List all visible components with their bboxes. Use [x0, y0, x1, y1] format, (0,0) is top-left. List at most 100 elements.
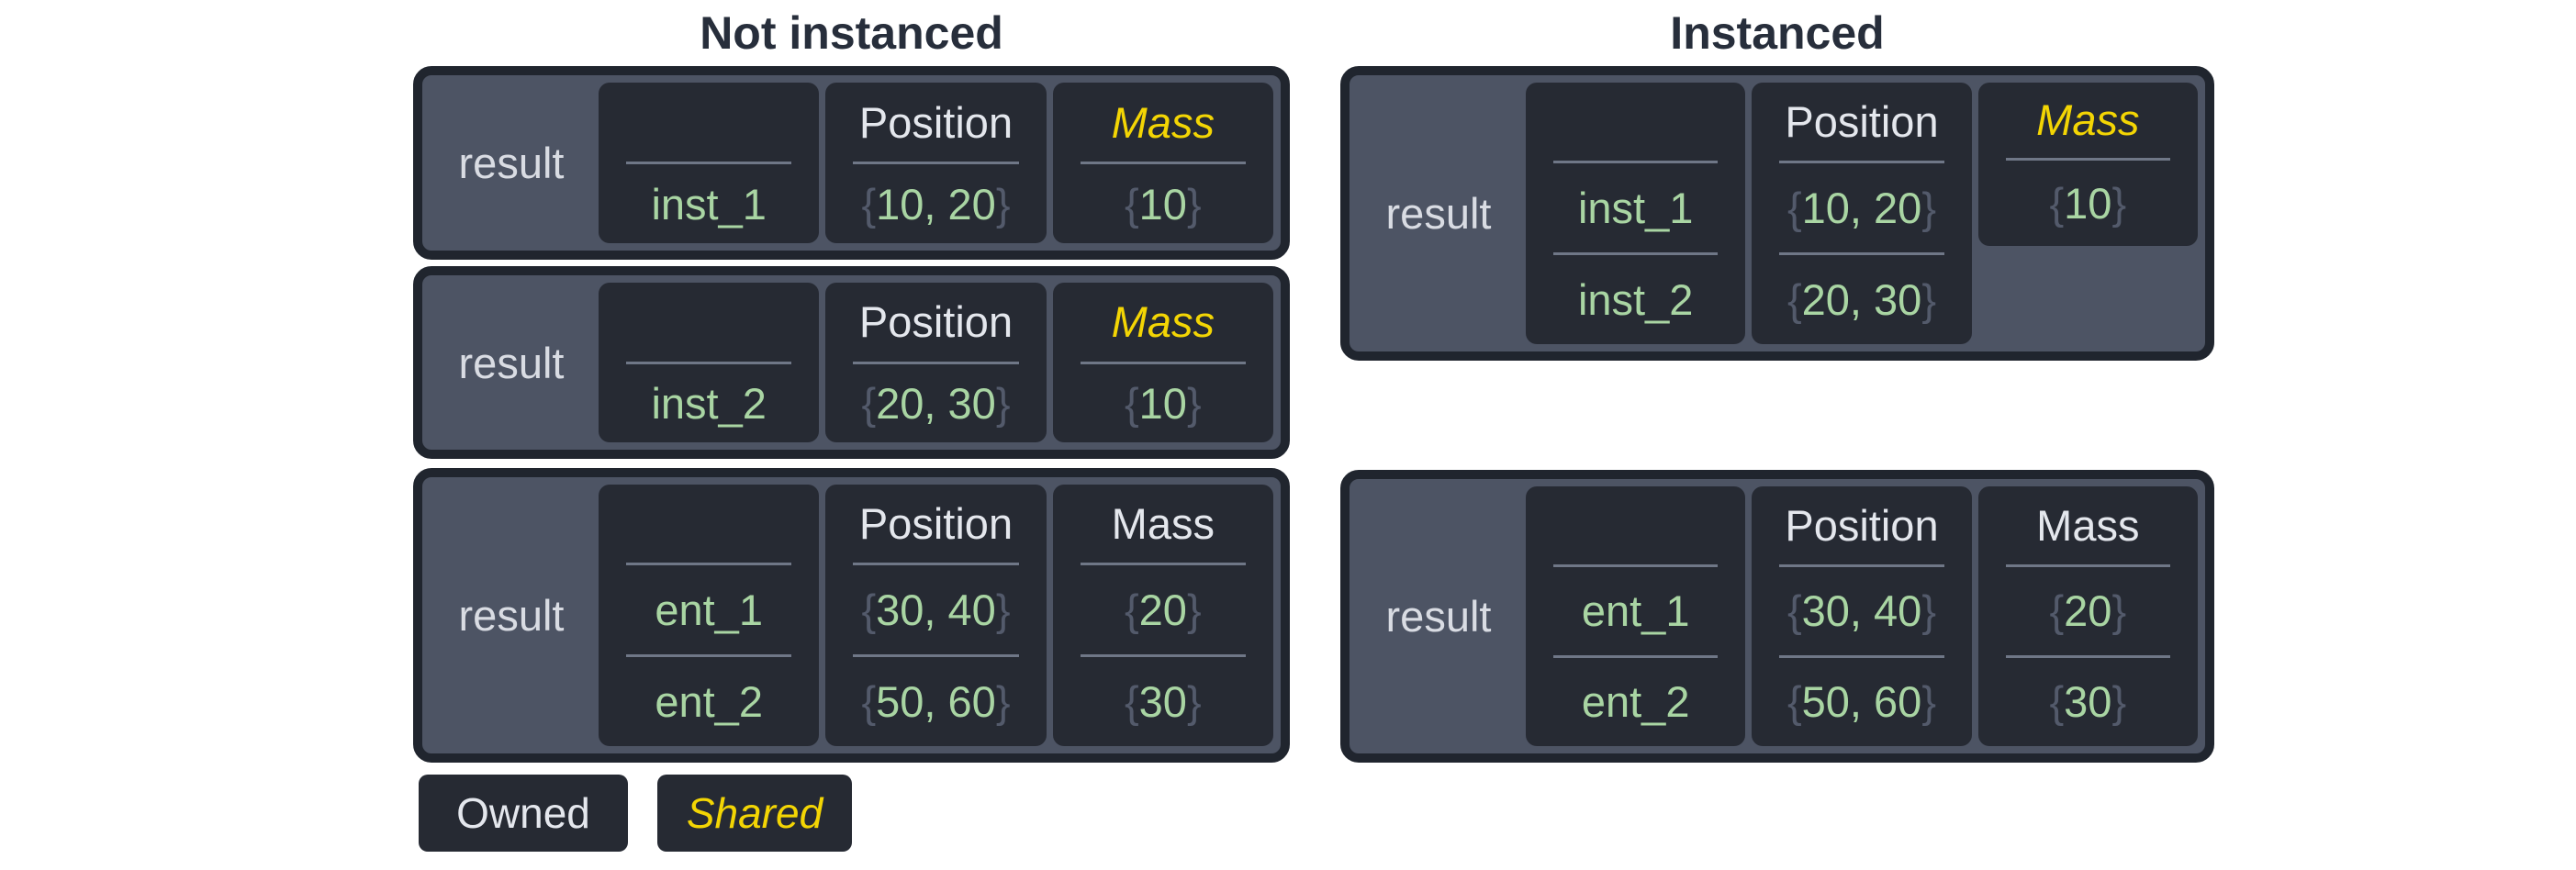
mass-value: {10} — [1053, 164, 1273, 243]
brace-open: { — [861, 378, 877, 428]
row-divider — [2005, 654, 2170, 658]
entity-name: ent_2 — [655, 677, 763, 727]
brace-close: } — [2111, 586, 2127, 636]
brace-open: { — [1786, 586, 1802, 636]
header-divider — [853, 361, 1019, 364]
value-text: 50, 60 — [1801, 677, 1922, 727]
mass-header-shared: Mass — [2036, 95, 2140, 145]
result-box-not-instanced-1: result inst_1 Position {10, 20} Mass {10… — [413, 66, 1290, 260]
entity-name: inst_2 — [651, 378, 767, 428]
columns: ent_1 ent_2 Position {30, 40} {50, 60} M… — [599, 485, 1273, 746]
mass-column: Mass {10} — [1052, 83, 1273, 243]
brace-close: } — [1186, 586, 1202, 635]
entity-column: inst_1 inst_2 — [1526, 83, 1746, 344]
row-divider — [853, 654, 1019, 658]
mass-value: {30} — [1053, 657, 1273, 746]
entity-name: ent_2 — [1581, 677, 1690, 727]
header-divider — [626, 162, 792, 164]
result-label: result — [1385, 189, 1492, 238]
row-divider — [1779, 252, 1944, 256]
value-text: 50, 60 — [876, 677, 996, 727]
value-text: 10, 20 — [1801, 184, 1922, 233]
position-value: {30, 40} — [825, 565, 1046, 654]
result-label: result — [458, 591, 565, 640]
brace-close: } — [995, 586, 1011, 635]
position-value: {20, 30} — [825, 364, 1046, 443]
header-divider — [1080, 162, 1246, 164]
header-divider — [1080, 563, 1246, 566]
header-divider — [1080, 361, 1246, 364]
title-not-instanced: Not instanced — [700, 7, 1003, 59]
header-divider — [1553, 161, 1719, 164]
row-divider — [1553, 252, 1719, 256]
brace-open: { — [1124, 586, 1139, 635]
brace-close: } — [1186, 677, 1202, 727]
entity-column: ent_1 ent_2 — [599, 485, 820, 746]
entity-name: inst_2 — [1577, 275, 1694, 325]
position-header: Position — [1785, 97, 1939, 147]
value-text: 10 — [2064, 178, 2112, 228]
position-value: {10, 20} — [825, 164, 1046, 243]
columns: inst_1 inst_2 Position {10, 20} {20, 30}… — [1526, 83, 2198, 344]
position-value: {50, 60} — [825, 657, 1046, 746]
result-box-not-instanced-2: result inst_2 Position {20, 30} Mass {10… — [413, 266, 1290, 459]
value-text: 10 — [1138, 179, 1187, 229]
value-text: 30, 40 — [1801, 586, 1922, 636]
mass-column: Mass {20} {30} — [1977, 486, 2198, 746]
brace-open: { — [861, 179, 877, 229]
mass-header: Mass — [1111, 499, 1215, 549]
result-label: result — [458, 338, 565, 387]
mass-header-shared: Mass — [1111, 97, 1215, 147]
position-column: Position {30, 40} {50, 60} — [825, 485, 1047, 746]
entity-name: inst_1 — [1577, 184, 1694, 233]
mass-column: Mass {10} — [1052, 283, 1273, 443]
mass-value: {10} — [1053, 364, 1273, 443]
position-value: {20, 30} — [1752, 255, 1971, 344]
position-column: Position {10, 20} {20, 30} — [1752, 83, 1972, 344]
columns: inst_2 Position {20, 30} Mass {10} — [599, 283, 1273, 442]
columns: ent_1 ent_2 Position {30, 40} {50, 60} M… — [1526, 486, 2198, 746]
value-text: 30 — [2064, 677, 2112, 727]
result-box-instanced-owned: result ent_1 ent_2 Position {30, 40} {50… — [1340, 470, 2214, 763]
brace-close: } — [1921, 275, 1937, 325]
mass-value: {20} — [1978, 567, 2198, 655]
row-divider — [1080, 654, 1246, 658]
brace-open: { — [1124, 378, 1139, 428]
entity-name: inst_1 — [651, 179, 767, 229]
brace-open: { — [1786, 184, 1802, 233]
position-column: Position {20, 30} — [825, 283, 1047, 443]
position-header: Position — [858, 499, 1014, 549]
value-text: 30, 40 — [876, 586, 996, 635]
value-text: 20 — [1138, 586, 1187, 635]
legend-owned: Owned — [419, 775, 628, 852]
header-divider — [853, 563, 1019, 566]
brace-close: } — [2111, 677, 2127, 727]
mass-value: {30} — [1978, 658, 2198, 746]
brace-open: { — [1124, 179, 1139, 229]
position-header: Position — [858, 97, 1014, 147]
column-header-empty — [1526, 83, 1745, 161]
mass-header: Mass — [2036, 500, 2140, 550]
column-header-empty — [1526, 486, 1745, 564]
header-divider — [2005, 157, 2170, 161]
brace-open: { — [2049, 677, 2065, 727]
result-label: result — [1385, 592, 1492, 641]
brace-close: } — [2111, 178, 2127, 228]
brace-open: { — [861, 586, 877, 635]
mass-column-shared-single: Mass {10} — [1977, 83, 2198, 246]
header-divider — [626, 563, 792, 566]
column-header-empty — [599, 83, 819, 162]
mass-header-shared: Mass — [1111, 297, 1215, 347]
legend-shared: Shared — [657, 775, 852, 852]
brace-close: } — [1186, 179, 1202, 229]
value-text: 30 — [1138, 677, 1187, 727]
mass-column: Mass {20} {30} — [1052, 485, 1273, 746]
value-text: 10 — [1138, 378, 1187, 428]
header-divider — [1553, 563, 1719, 567]
position-value: {30, 40} — [1752, 567, 1971, 655]
brace-close: } — [995, 677, 1011, 727]
result-label: result — [458, 139, 565, 187]
entity-name: ent_1 — [655, 586, 763, 635]
brace-close: } — [995, 378, 1011, 428]
